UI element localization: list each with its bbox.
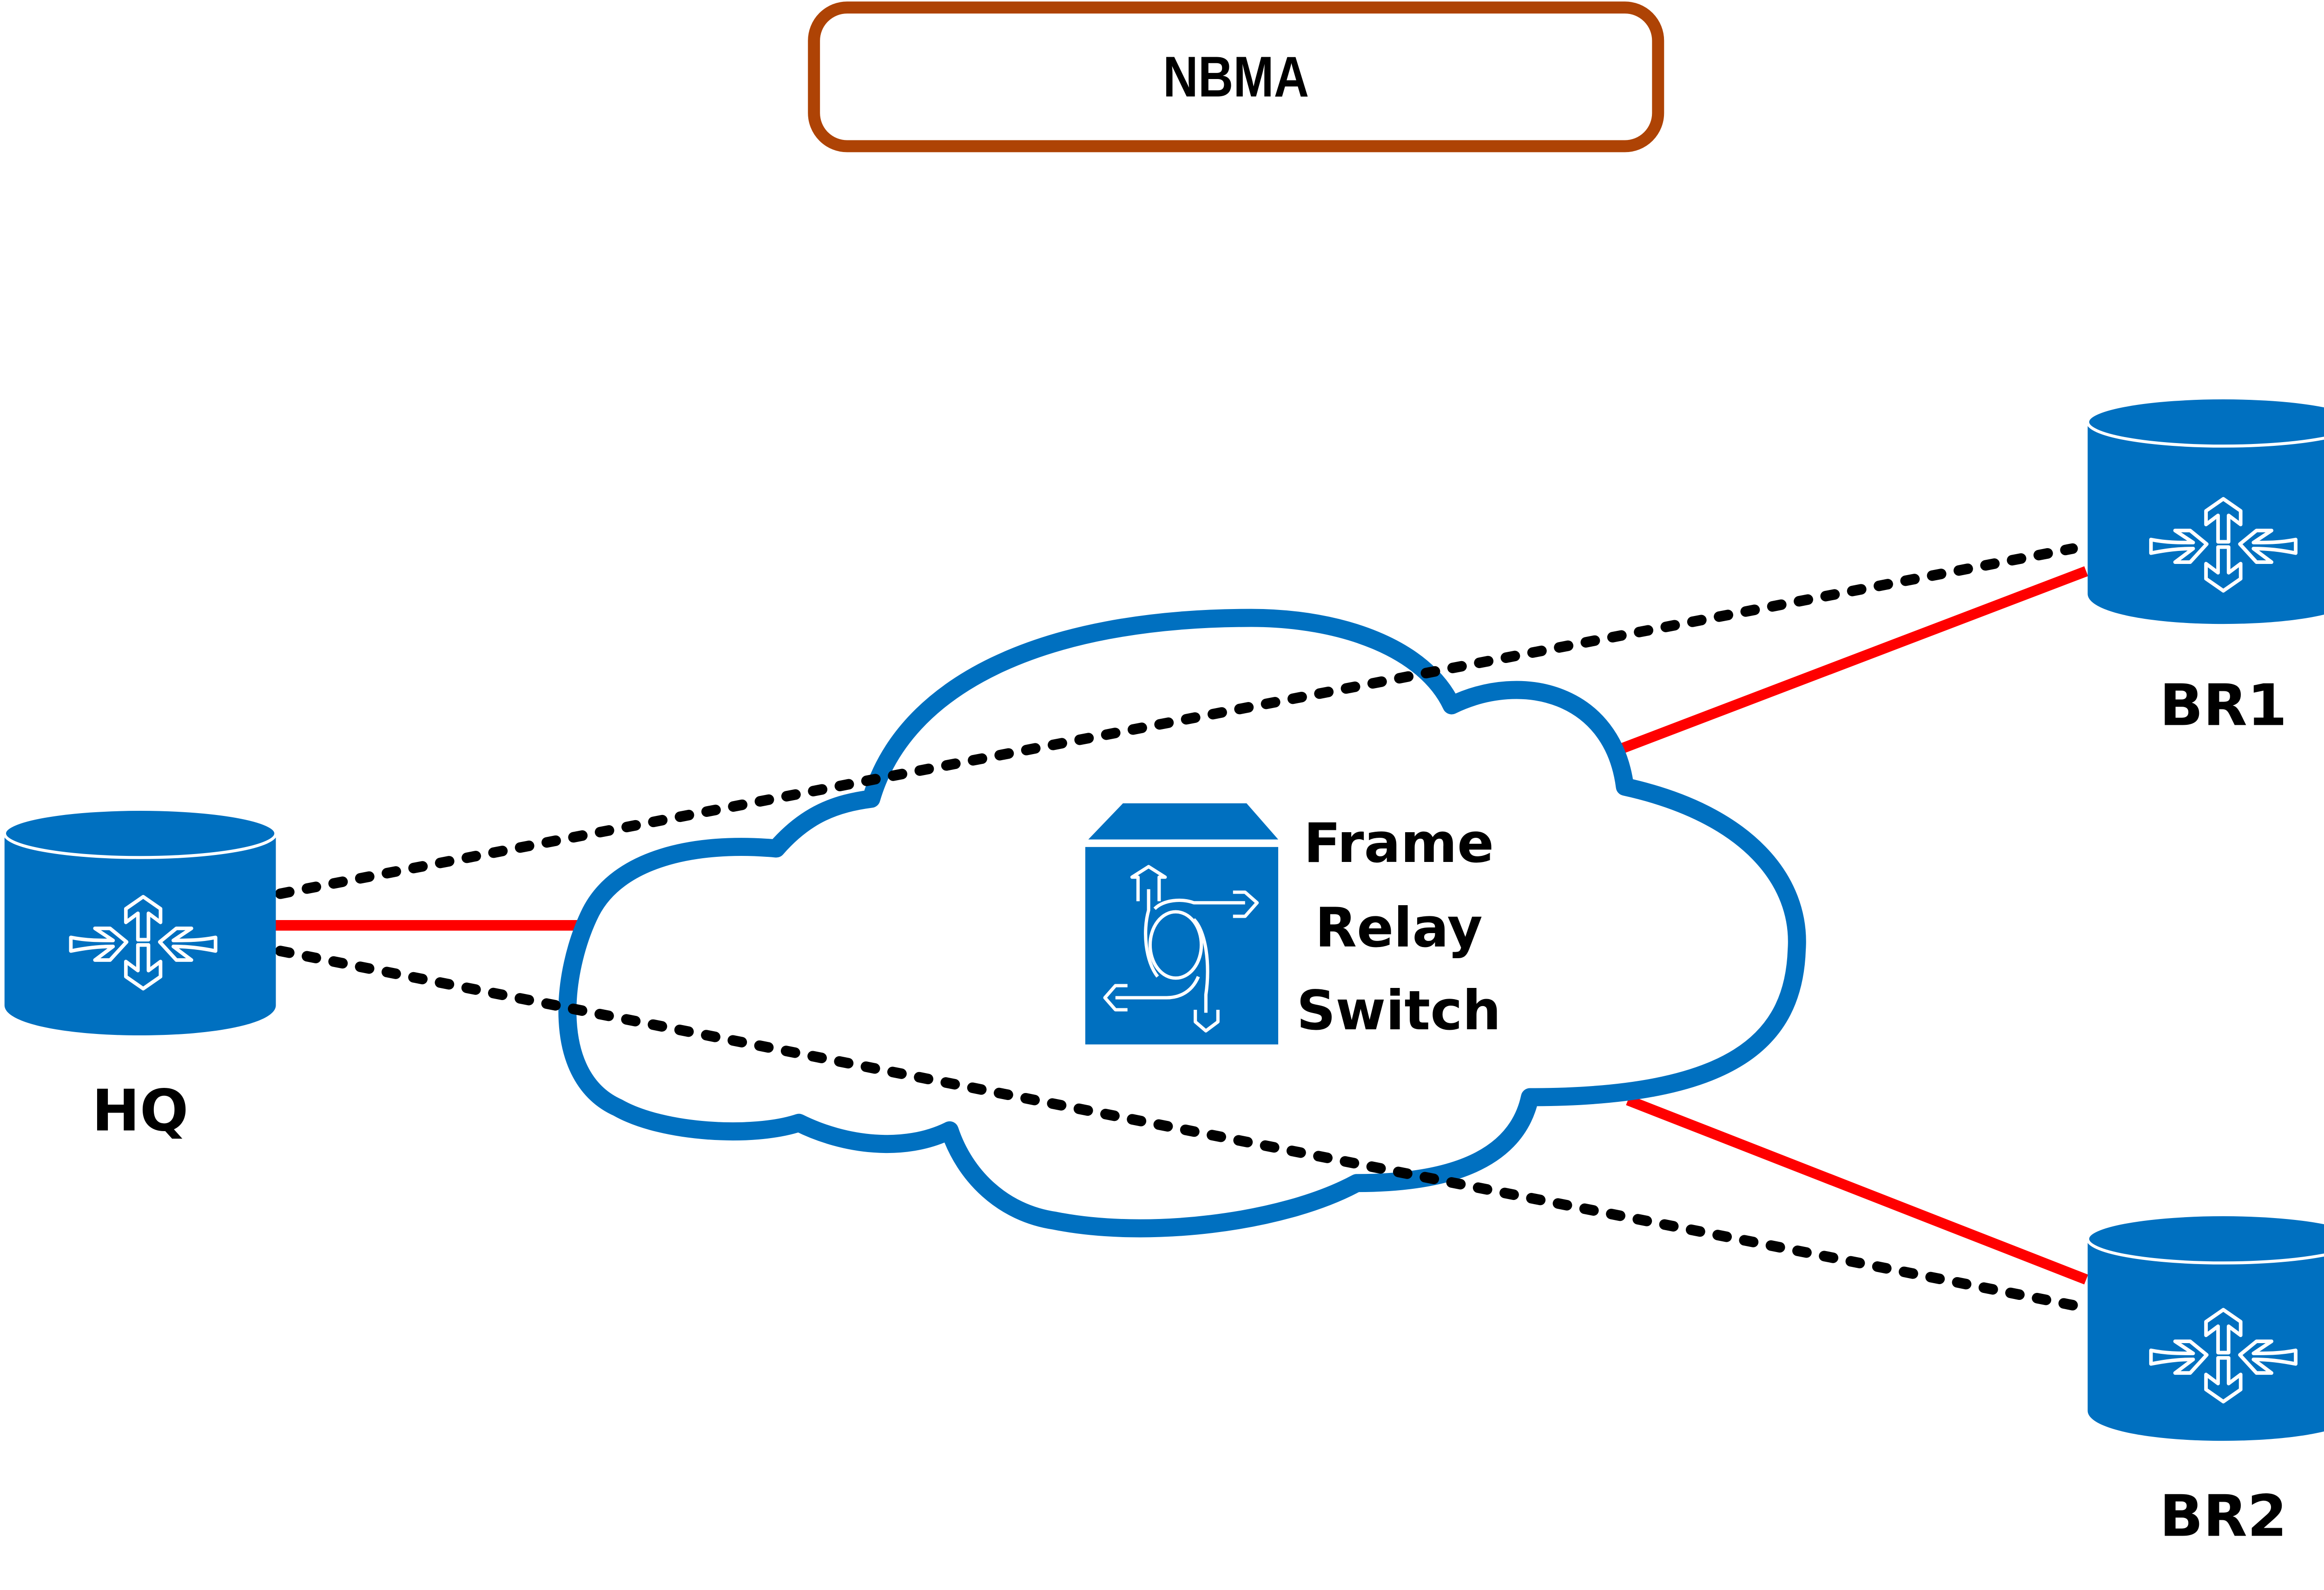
virtual-circuits [275,543,2078,1311]
pvc-hq-br2 [275,946,2078,1311]
router-icon [2088,1215,2324,1441]
router-hq-label: HQ [92,1078,189,1144]
router-br1[interactable] [2088,398,2324,624]
link-cloud-br1 [1618,566,2088,754]
switch-label-line-1: Frame [1304,812,1494,875]
router-icon [5,809,276,1035]
link-cloud-br2 [1626,1095,2088,1285]
router-br2[interactable] [2088,1215,2324,1441]
title-box: NBMA [808,1,1664,152]
router-br1-label: BR1 [2159,672,2287,739]
switch-label-line-2: Relay [1315,896,1482,960]
frame-relay-switch-label: Frame Relay Switch [1296,812,1501,1042]
title-text: NBMA [1163,46,1309,109]
switch-label-line-3: Switch [1296,979,1501,1042]
router-icon [2088,398,2324,624]
router-hq[interactable] [5,809,276,1035]
pvc-hq-br1 [275,543,2078,899]
frame-relay-switch-icon [1085,803,1279,1045]
physical-links [274,566,2088,1285]
router-br2-label: BR2 [2159,1483,2287,1550]
title-frame [808,1,1664,152]
